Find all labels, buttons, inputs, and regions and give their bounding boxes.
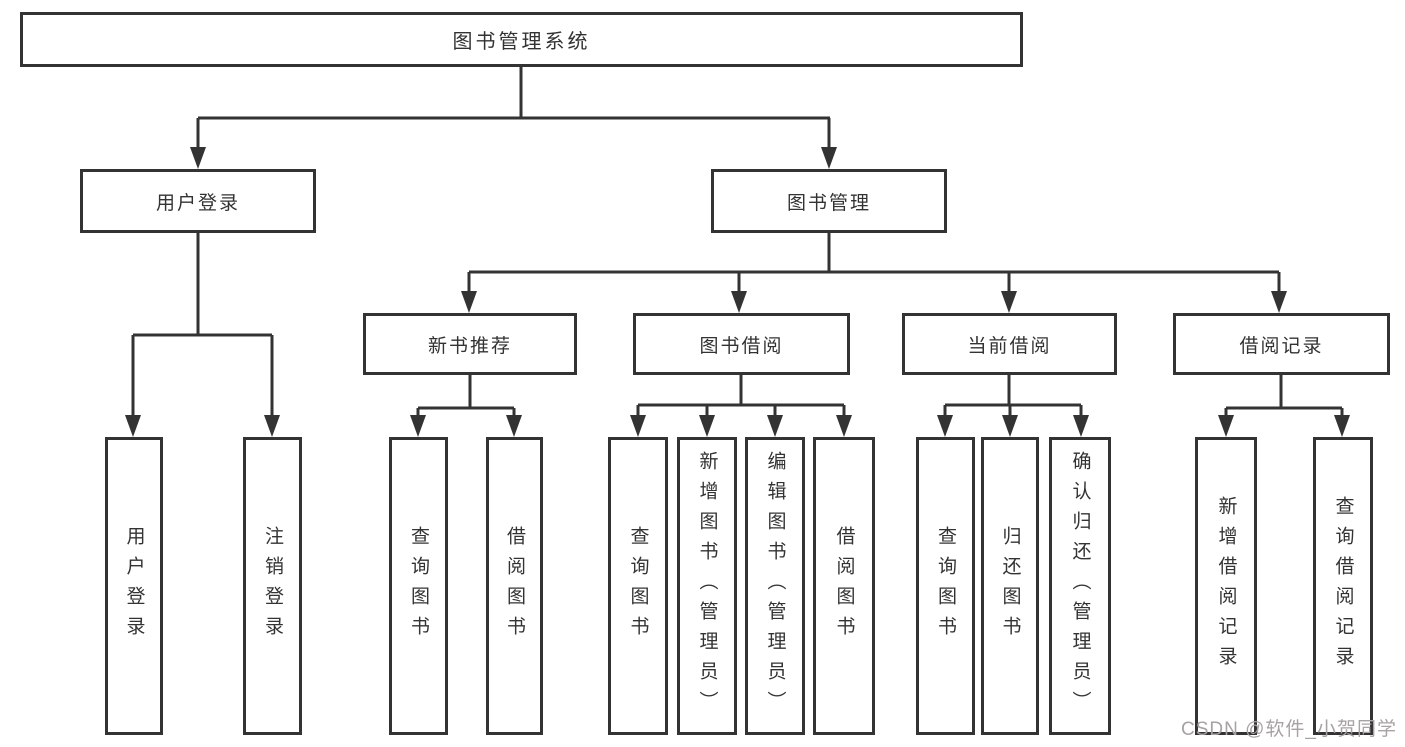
node-library-management-system: 图书管理系统 xyxy=(20,12,1023,67)
node-label: 借阅图书 xyxy=(504,526,525,646)
node-label: 用户登录 xyxy=(123,526,145,646)
leaf-confirm-return-admin: 确认归还（管理员） xyxy=(1049,437,1111,735)
node-label: 查询借阅记录 xyxy=(1332,496,1354,676)
node-label: 用户登录 xyxy=(155,192,240,214)
node-label: 新增借阅记录 xyxy=(1215,496,1237,676)
leaf-query-borrow-record: 查询借阅记录 xyxy=(1313,437,1373,735)
leaf-user-login: 用户登录 xyxy=(105,437,163,735)
node-label: 查询图书 xyxy=(408,526,429,646)
node-label: 编辑图书（管理员） xyxy=(764,451,786,721)
node-label: 图书管理 xyxy=(786,192,871,214)
node-current-borrowing: 当前借阅 xyxy=(902,313,1117,375)
node-label: 借阅图书 xyxy=(833,526,855,646)
node-label: 查询图书 xyxy=(935,526,956,646)
node-label: 归还图书 xyxy=(999,526,1021,646)
leaf-add-books-admin: 新增图书（管理员） xyxy=(677,437,737,735)
leaf-query-books-recommend: 查询图书 xyxy=(389,437,448,735)
node-label: 新增图书（管理员） xyxy=(696,451,718,721)
node-borrowing-records: 借阅记录 xyxy=(1173,313,1390,375)
csdn-watermark: CSDN @软件_小贺同学 xyxy=(1181,719,1397,740)
node-book-borrowing: 图书借阅 xyxy=(633,313,850,375)
node-label: 新书推荐 xyxy=(427,335,512,357)
node-new-book-recommendation: 新书推荐 xyxy=(363,313,577,375)
leaf-edit-books-admin: 编辑图书（管理员） xyxy=(745,437,805,735)
leaf-borrow-books: 借阅图书 xyxy=(813,437,875,735)
leaf-return-books: 归还图书 xyxy=(981,437,1039,735)
node-label: 图书管理系统 xyxy=(452,31,591,53)
node-label: 借阅记录 xyxy=(1239,335,1324,357)
leaf-borrow-books-recommend: 借阅图书 xyxy=(486,437,543,735)
node-book-management: 图书管理 xyxy=(711,169,947,233)
leaf-query-books: 查询图书 xyxy=(608,437,668,735)
node-label: 注销登录 xyxy=(262,526,283,646)
node-label: 确认归还（管理员） xyxy=(1069,451,1091,721)
node-user-login: 用户登录 xyxy=(80,169,316,233)
leaf-logout: 注销登录 xyxy=(243,437,302,735)
node-label: 查询图书 xyxy=(627,526,649,646)
leaf-add-borrow-record: 新增借阅记录 xyxy=(1195,437,1257,735)
node-label: 当前借阅 xyxy=(967,335,1052,357)
leaf-query-books-current: 查询图书 xyxy=(916,437,975,735)
node-label: 图书借阅 xyxy=(699,335,784,357)
